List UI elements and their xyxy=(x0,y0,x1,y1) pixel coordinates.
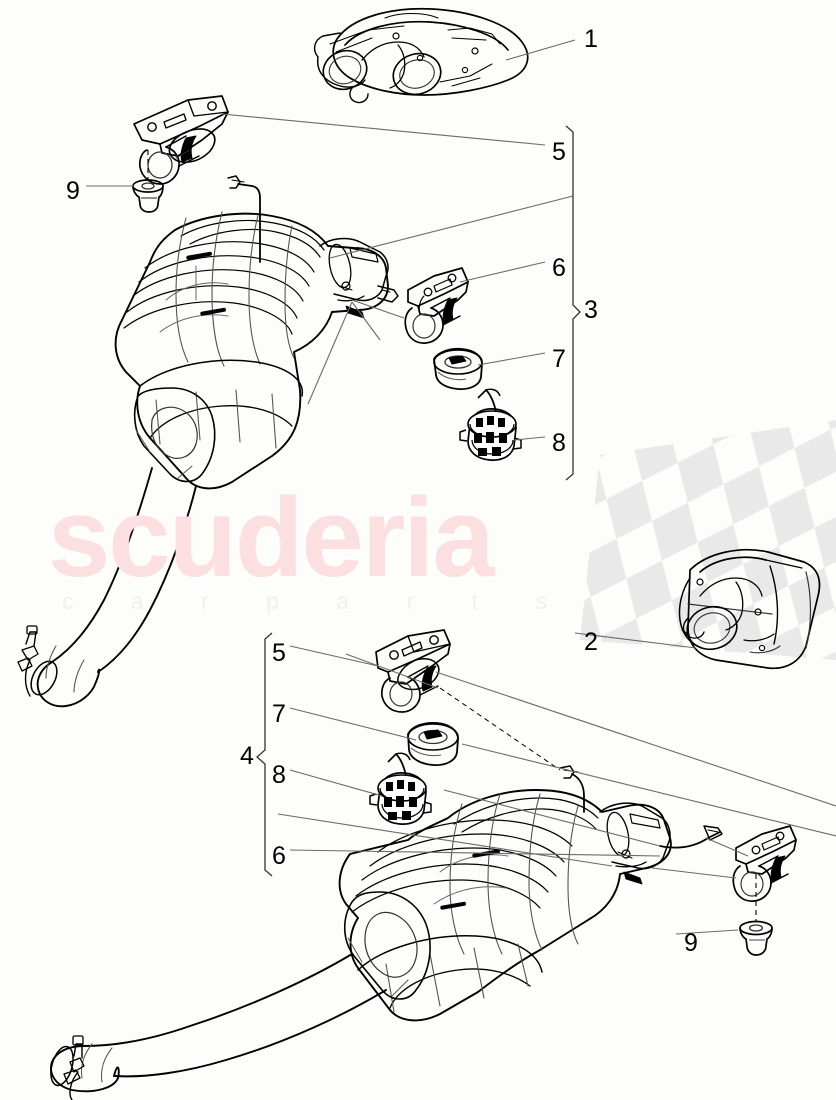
leader-hose-upper-b xyxy=(351,301,381,341)
leader-5-upper xyxy=(221,113,546,146)
checkered-flag-icon xyxy=(580,420,836,660)
leader-6-lower xyxy=(289,849,661,857)
part-8-upper-vacuum-actuator xyxy=(459,388,522,461)
callout-3-assembly-group: 3 xyxy=(584,296,598,324)
watermark-secondary: c a r p a r t s xyxy=(62,588,573,614)
callout-5-upper-bracket: 5 xyxy=(552,138,566,166)
leader-7-lower xyxy=(289,707,417,741)
part-9-lower-grommet xyxy=(739,920,773,956)
callout-6-upper-bracket: 6 xyxy=(552,254,566,282)
exhaust-pipe-upper xyxy=(17,467,197,708)
callout-5-lower-bracket: 5 xyxy=(272,639,286,667)
leader-9-lower xyxy=(675,929,739,935)
leader-5-lower xyxy=(289,645,379,667)
exhaust-pipe-lower xyxy=(50,953,387,1100)
callout-6-lower-bracket: 6 xyxy=(272,842,286,870)
leader-bracket-lower xyxy=(651,867,737,879)
leader-4-body-c xyxy=(443,789,661,847)
assembly-axis-lower-bracket xyxy=(439,687,561,771)
callout-9-upper-grommet: 9 xyxy=(66,177,80,205)
callout-8-lower-vacuum-actuator: 8 xyxy=(272,761,286,789)
leader-8-upper xyxy=(513,436,546,441)
callout-8-upper-vacuum-actuator: 8 xyxy=(552,429,566,457)
part-1-tailpipe-trim-upper xyxy=(313,7,529,104)
part-7-lower-rubber-mount xyxy=(407,721,459,766)
leader-6-upper xyxy=(459,261,546,283)
leader-4-body-a xyxy=(435,671,836,807)
part-6-upper-bracket xyxy=(404,267,469,344)
leader-4-body-d xyxy=(277,813,613,867)
leader-hose-upper-a xyxy=(351,299,405,319)
leader-5-lower-b xyxy=(345,653,439,689)
part-2-tailpipe-trim-lower xyxy=(678,548,821,670)
callout-7-upper-rubber-mount: 7 xyxy=(552,345,566,373)
leader-hose-lower xyxy=(705,837,749,857)
leader-7-upper xyxy=(477,352,546,366)
leader-1 xyxy=(505,39,576,61)
leader-4-body-b xyxy=(461,743,836,837)
callout-4-assembly-group: 4 xyxy=(240,742,254,770)
part-5-lower-bracket xyxy=(375,629,451,713)
leader-3-body xyxy=(329,195,574,259)
callout-7-lower-rubber-mount: 7 xyxy=(272,700,286,728)
leader-2 xyxy=(574,632,697,649)
leader-8-lower xyxy=(289,769,383,797)
group-bracket-4 xyxy=(256,632,273,877)
part-3-rear-silencer-upper xyxy=(114,175,399,490)
leader-lines xyxy=(86,39,836,935)
callout-9-lower-grommet: 9 xyxy=(684,929,698,957)
part-5-upper-bracket xyxy=(133,95,229,185)
callout-1-tailpipe-trim-upper: 1 xyxy=(584,25,598,53)
watermark-primary: scuderia xyxy=(48,475,495,600)
leader-hose-upper-c xyxy=(307,301,353,405)
part-7-upper-rubber-mount xyxy=(433,347,483,390)
part-8-lower-vacuum-actuator xyxy=(369,752,432,825)
callout-2-tailpipe-trim-lower: 2 xyxy=(584,628,598,656)
part-6-lower-bracket xyxy=(732,825,797,902)
group-bracket-3 xyxy=(565,125,581,481)
